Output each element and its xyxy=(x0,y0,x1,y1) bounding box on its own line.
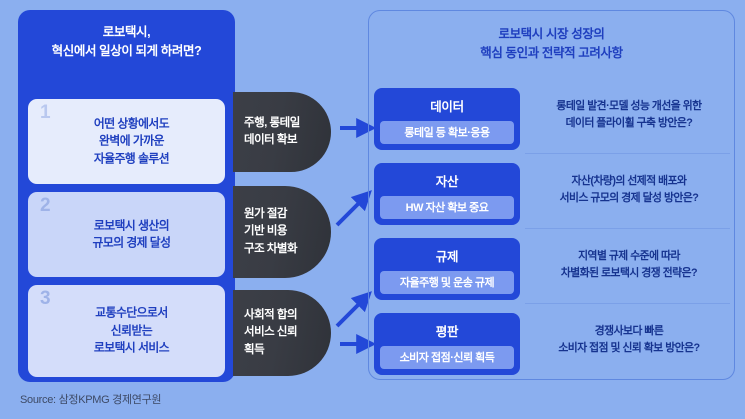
left-card-3-number: 3 xyxy=(40,288,51,309)
middle-pill-1: 주행, 롱테일 데이터 확보 xyxy=(233,92,331,172)
driver-card-reputation-title: 평판 xyxy=(435,325,459,339)
question-data: 롱테일 발견·모델 성능 개선을 위한 데이터 플라이휠 구축 방안은? xyxy=(528,98,730,131)
left-card-2: 2 로보택시 생산의 규모의 경제 달성 xyxy=(28,192,225,277)
divider-2 xyxy=(525,228,730,229)
divider-3 xyxy=(525,303,730,304)
middle-pill-3-line-2: 서비스 신뢰 xyxy=(244,326,298,339)
left-card-1: 1 어떤 상황에서도 완벽에 가까운 자율주행 솔루션 xyxy=(28,99,225,184)
right-panel-title-line-1: 로보택시 시장 성장의 xyxy=(498,27,605,41)
driver-card-asset: 자산 HW 자산 확보 중요 xyxy=(374,163,520,225)
left-card-1-text: 어떤 상황에서도 완벽에 가까운 자율주행 솔루션 xyxy=(28,115,225,168)
left-panel-title-line-2: 혁신에서 일상이 되게 하려면? xyxy=(51,44,202,59)
middle-pill-3-text: 사회적 합의 서비스 신뢰 획득 xyxy=(233,307,309,359)
middle-pill-2: 원가 절감 기반 비용 구조 차별화 xyxy=(233,186,331,278)
question-regulation-line-1: 지역별 규제 수준에 따라 xyxy=(578,250,680,262)
question-reputation-line-1: 경쟁사보다 빠른 xyxy=(594,325,664,337)
middle-pill-2-text: 원가 절감 기반 비용 구조 차별화 xyxy=(233,206,309,258)
driver-card-asset-title: 자산 xyxy=(435,175,459,189)
middle-pill-3: 사회적 합의 서비스 신뢰 획득 xyxy=(233,290,331,376)
driver-card-data-title: 데이터 xyxy=(430,100,464,114)
left-panel-title-line-1: 로보택시, xyxy=(102,25,151,39)
left-card-1-line-1: 어떤 상황에서도 xyxy=(93,115,170,130)
question-asset: 자산(차량)의 선제적 배포와 서비스 규모의 경제 달성 방안은? xyxy=(528,173,730,206)
driver-card-data-subtitle: 롱테일 등 확보·응용 xyxy=(380,121,514,144)
arrow-to-regulation-icon xyxy=(335,291,372,328)
question-asset-line-1: 자산(차량)의 선제적 배포와 xyxy=(571,175,687,187)
driver-card-reputation-subtitle: 소비자 접점·신뢰 획득 xyxy=(380,346,514,369)
left-panel-title: 로보택시, 혁신에서 일상이 되게 하려면? xyxy=(18,23,235,62)
left-card-2-number: 2 xyxy=(40,195,51,216)
arrow-to-asset-icon xyxy=(335,190,372,227)
driver-card-regulation-title: 규제 xyxy=(435,250,459,264)
question-data-line-1: 롱테일 발견·모델 성능 개선을 위한 xyxy=(556,100,702,112)
question-reputation-line-2: 소비자 접점 및 신뢰 확보 방안은? xyxy=(558,341,700,354)
question-reputation: 경쟁사보다 빠른 소비자 접점 및 신뢰 확보 방안은? xyxy=(528,323,730,356)
question-data-line-2: 데이터 플라이휠 구축 방안은? xyxy=(565,116,693,129)
driver-card-data: 데이터 롱테일 등 확보·응용 xyxy=(374,88,520,150)
driver-card-reputation: 평판 소비자 접점·신뢰 획득 xyxy=(374,313,520,375)
driver-card-regulation: 규제 자율주행 및 운송 규제 xyxy=(374,238,520,300)
left-card-1-line-3: 자율주행 솔루션 xyxy=(93,151,170,166)
driver-card-asset-subtitle: HW 자산 확보 중요 xyxy=(380,196,514,219)
middle-pill-1-line-1: 주행, 롱테일 xyxy=(244,116,300,129)
left-panel: 로보택시, 혁신에서 일상이 되게 하려면? 1 어떤 상황에서도 완벽에 가까… xyxy=(18,10,235,382)
divider-1 xyxy=(525,153,730,154)
middle-pill-2-line-2: 기반 비용 xyxy=(244,225,288,238)
right-panel-title: 로보택시 시장 성장의 핵심 동인과 전략적 고려사항 xyxy=(369,25,734,64)
left-card-2-text: 로보택시 생산의 규모의 경제 달성 xyxy=(28,217,225,252)
middle-pill-1-text: 주행, 롱테일 데이터 확보 xyxy=(233,115,312,150)
left-card-3-text: 교통수단으로서 신뢰받는 로보택시 서비스 xyxy=(28,304,225,357)
left-card-3: 3 교통수단으로서 신뢰받는 로보택시 서비스 xyxy=(28,285,225,377)
left-card-3-line-2: 신뢰받는 xyxy=(110,323,153,338)
left-card-1-line-2: 완벽에 가까운 xyxy=(99,133,164,148)
middle-pill-1-line-2: 데이터 확보 xyxy=(244,134,298,146)
left-card-1-number: 1 xyxy=(40,102,51,123)
question-regulation-line-2: 차별화된 로보택시 경쟁 전략은? xyxy=(560,266,698,279)
source-caption: Source: 삼정KPMG 경제연구원 xyxy=(20,394,162,406)
question-asset-line-2: 서비스 규모의 경제 달성 방안은? xyxy=(559,191,699,204)
middle-pill-2-line-1: 원가 절감 xyxy=(244,208,288,221)
left-card-3-line-3: 로보택시 서비스 xyxy=(93,340,170,355)
right-panel: 로보택시 시장 성장의 핵심 동인과 전략적 고려사항 xyxy=(368,10,735,380)
middle-pill-2-line-3: 구조 차별화 xyxy=(244,242,298,255)
right-panel-title-line-2: 핵심 동인과 전략적 고려사항 xyxy=(480,46,623,61)
middle-pill-3-line-3: 획득 xyxy=(244,343,265,356)
left-card-3-line-1: 교통수단으로서 xyxy=(95,305,168,320)
driver-card-regulation-subtitle: 자율주행 및 운송 규제 xyxy=(380,271,514,294)
left-card-2-line-2: 규모의 경제 달성 xyxy=(92,235,171,250)
question-regulation: 지역별 규제 수준에 따라 차별화된 로보택시 경쟁 전략은? xyxy=(528,248,730,281)
middle-pill-3-line-1: 사회적 합의 xyxy=(244,309,298,322)
left-card-2-line-1: 로보택시 생산의 xyxy=(93,217,170,232)
